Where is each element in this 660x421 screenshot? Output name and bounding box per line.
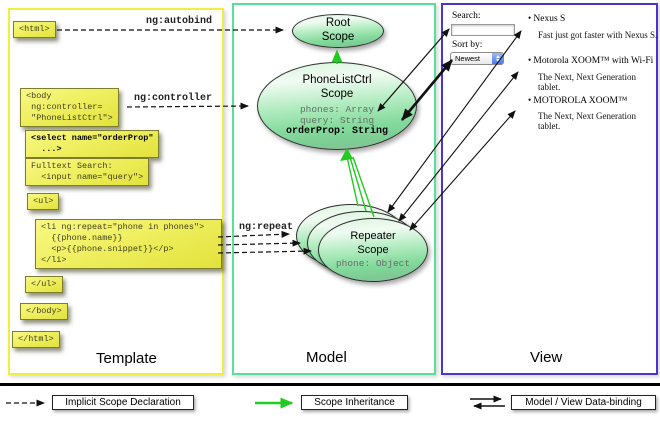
search-label: Search: — [452, 11, 481, 21]
prop-phones: phones: Array — [299, 103, 375, 115]
ng-controller-label: ng:controller — [134, 93, 213, 104]
phonelistctrl-scope-title: PhoneListCtrl Scope — [302, 74, 372, 100]
phone-item-title: Motorola XOOM™ with Wi-Fi — [528, 55, 653, 66]
ng-repeat-label: ng:repeat — [239, 222, 294, 233]
phone-item-desc: Fast just got faster with Nexus S. — [538, 30, 658, 40]
sort-by-label: Sort by: — [452, 40, 483, 50]
legend-scope-inheritance: Scope Inheritance — [301, 395, 408, 410]
template-label: Template — [96, 350, 157, 367]
search-input[interactable] — [451, 24, 515, 36]
code-box-select: <select name="orderProp" ...> — [25, 130, 160, 159]
code-box-fulltext-search: Fulltext Search: <input name="query"> — [25, 158, 150, 187]
phone-item-title: MOTOROLA XOOM™ — [528, 95, 627, 106]
ng-autobind-label: ng:autobind — [146, 16, 213, 27]
model-section — [232, 3, 436, 375]
code-box-body-open: <body ng:controller= "PhoneListCtrl"> — [20, 88, 119, 128]
sort-dropdown[interactable]: Newest — [450, 52, 504, 65]
prop-orderprop: orderProp: String — [285, 126, 389, 138]
dropdown-stepper-icon — [492, 53, 503, 64]
prop-phone: phone: Object — [335, 257, 411, 269]
code-box-html-close: </html> — [12, 331, 60, 349]
legend-implicit-scope: Implicit Scope Declaration — [52, 395, 194, 410]
model-label: Model — [306, 349, 347, 366]
code-box-li-repeat: <li ng:repeat="phone in phones"> {{phone… — [35, 219, 222, 270]
legend-databinding: Model / View Data-binding — [511, 395, 656, 410]
phone-item-title: Nexus S — [528, 13, 565, 24]
phonelistctrl-scope-node: PhoneListCtrl Scope phones: Array query:… — [257, 62, 417, 150]
code-box-ul-close: </ul> — [25, 276, 63, 294]
sort-dropdown-value: Newest — [455, 54, 481, 63]
root-scope-node: Root Scope — [292, 14, 384, 48]
legend-separator — [0, 383, 660, 386]
code-box-html-open: <html> — [13, 21, 56, 39]
view-label: View — [530, 349, 563, 366]
code-box-body-close: </body> — [20, 303, 68, 321]
root-scope-title: Root Scope — [321, 17, 355, 43]
repeater-scope-title: Repeater Scope — [350, 230, 396, 256]
phone-item-desc: The Next, Next Generation tablet. — [538, 72, 636, 92]
phone-item-desc: The Next, Next Generation tablet. — [538, 111, 636, 131]
code-box-ul-open: <ul> — [27, 193, 60, 211]
prop-query: query: String — [299, 114, 375, 126]
repeater-scope-node-front: Repeater Scope phone: Object — [318, 218, 428, 282]
